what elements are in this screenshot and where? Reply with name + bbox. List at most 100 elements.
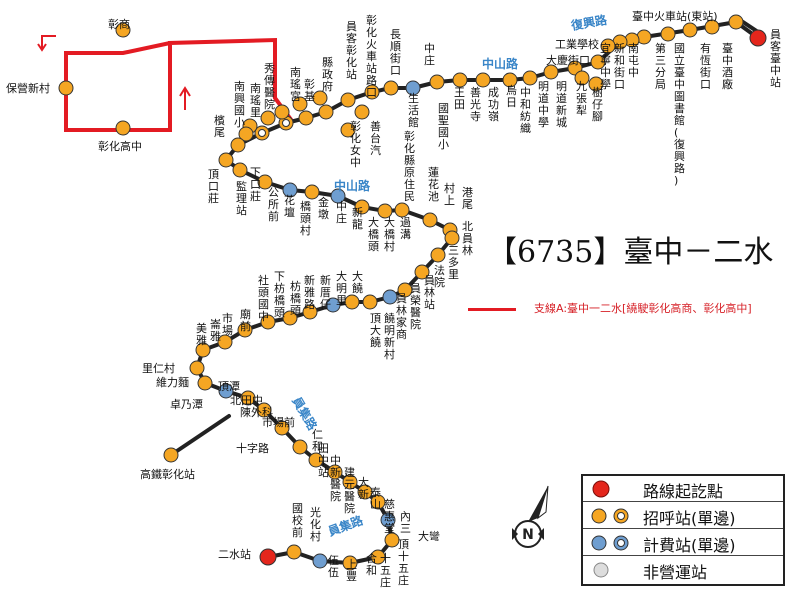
stop-cunshang (414, 264, 430, 280)
stop-yuanke-inner (258, 129, 266, 137)
label-weilimian: 維力麵 (156, 376, 189, 389)
stop-yuanlin (325, 297, 341, 313)
label-daqiaotou: 大橋頭 (368, 215, 379, 253)
label-dingtan: 頂潭 (218, 380, 240, 393)
label-tianzhongzhan: 田中站 (318, 442, 329, 479)
branch-line-swatch (468, 307, 516, 311)
label-zhuonaitan: 卓乃潭 (170, 398, 203, 411)
label-yuanlin: 員林站 (424, 274, 435, 311)
label-shiwu: 十五庄 (380, 551, 391, 589)
stop-huatan (304, 184, 320, 200)
terminal-symbol-icon (592, 480, 610, 498)
stop-beiyuanlin (382, 289, 398, 305)
label-daqiaocun: 大橋村 (384, 215, 395, 253)
label-zhonghe: 中和紡織 (520, 86, 531, 135)
stop-beitianzhong (384, 532, 400, 548)
label-zhongxinyi: 中新醫院 (330, 454, 341, 503)
label-fangqiaotou: 枋橋頭 (290, 279, 301, 317)
road-label-2: 中山路 (334, 178, 371, 193)
label-xiafang: 下枋橋頭 (274, 270, 285, 319)
stop-changzhong (115, 120, 131, 136)
stop-guosheng (383, 80, 399, 96)
stop-chenggong (452, 72, 468, 88)
stop-jiatang (282, 310, 298, 326)
legend-terminal-label: 路線起訖點 (643, 482, 724, 501)
label-guoxiao: 國校前 (292, 502, 303, 539)
stop-xinlong (394, 202, 410, 218)
stop-zhangji (292, 96, 308, 112)
label-guosheng: 國聖國小 (438, 102, 449, 151)
label-changzhong: 彰化高中 (98, 139, 142, 153)
stop-tianzhongzhan (259, 548, 277, 566)
stop-shetou (256, 402, 272, 418)
stop-tc_hotel (704, 19, 720, 35)
label-meiya: 美雅 (196, 322, 207, 347)
stop-meiya (327, 464, 343, 480)
legend: 路線起訖點 招呼站(單邊) 計費站(單邊) 非營運站 (581, 474, 785, 586)
stop-shichangqian (342, 555, 358, 571)
label-jiangwei: 檳尾 (214, 113, 225, 139)
legend-nonop-label: 非營運站 (643, 563, 708, 582)
label-dawan: 大彎 (418, 529, 440, 543)
label-neisan: 內三 (400, 510, 411, 535)
stop-xiakou (232, 162, 248, 178)
stop-changshang (115, 22, 131, 38)
stop-changshun (298, 110, 314, 126)
legend-row-call: 招呼站(單邊) (583, 503, 783, 529)
label-qiaotou: 橋頭村 (300, 199, 311, 237)
stop-nvzhong (340, 122, 356, 138)
label-shichangqian: 市場前 (262, 415, 295, 429)
stop-miaoqian (274, 420, 290, 436)
stop-dingzhuang (218, 152, 234, 168)
label-youhou: 有恆街口 (700, 41, 711, 91)
label-shantai: 善台汽 (370, 119, 381, 157)
stop-nanyao_st (238, 126, 254, 142)
stop-chongya (308, 452, 324, 468)
stop-zhongzhuang (364, 84, 380, 100)
label-dingzhuang: 頂口莊 (208, 168, 219, 205)
label-nanxing: 南興國小 (234, 80, 245, 129)
label-third: 第三分局 (655, 41, 666, 91)
stop-labels: 員客臺中站臺中火車站(東站)臺中酒廠有恆街口國立臺中圖書館(復興路)第三分局南屯… (6, 9, 781, 589)
stop-wangtian (405, 80, 421, 96)
stop-mingxin (217, 334, 233, 350)
label-library: 國立臺中圖書館(復興路) (674, 42, 685, 187)
label-huatanchi: 蓮花池 (428, 165, 439, 203)
label-dadun: 大饒 (352, 269, 363, 295)
label-xiakou: 下口莊 (250, 166, 261, 203)
label-changshun: 長順街口 (390, 28, 401, 77)
stop-xiafang (240, 390, 256, 406)
stop-renhe (286, 544, 302, 560)
stop-wuri (475, 72, 491, 88)
stop-jiuzhang (574, 70, 590, 86)
stop-shichang (292, 439, 308, 455)
label-guanghua: 光化村 (310, 505, 321, 543)
stop-dingdadun (237, 322, 253, 338)
label-jindun: 金墩 (318, 195, 329, 221)
stop-xiuchuan (260, 110, 276, 126)
stop-hsr (163, 447, 179, 463)
label-shizilu: 十字路 (236, 441, 269, 455)
label-zhongzhuang: 中庄 (424, 42, 435, 67)
label-daqing: 大慶街口 (546, 53, 590, 67)
stop-baoan (58, 80, 74, 96)
label-industrial: 工業學校 (555, 37, 599, 51)
label-start: 員客臺中站 (770, 28, 781, 89)
label-xinya: 新雅路 (304, 273, 315, 311)
label-beitianzhong: 北田中 (230, 394, 263, 407)
stop-daqiaotou (422, 212, 438, 228)
label-miaoqian: 廟前 (240, 307, 251, 333)
stop-chezhan-inner (282, 119, 290, 127)
legend-row-fare: 計費站(單邊) (583, 530, 783, 556)
label-fayuan: 法院 (434, 263, 445, 289)
road-label-1: 中山路 (482, 56, 519, 71)
label-beiyuanlin: 北員林 (462, 220, 473, 257)
road-label-0: 復興路 (569, 12, 609, 33)
legend-row-nonop: 非營運站 (583, 557, 783, 582)
label-tc_east: 臺中火車站(東站) (632, 9, 718, 23)
label-mingdao_s: 明道新城 (556, 80, 567, 129)
stop-yizhong (600, 38, 616, 54)
label-lirencun: 里仁村 (142, 361, 175, 375)
label-nanyao: 南瑤宮 (290, 66, 301, 103)
label-chenwaike: 陳外科 (240, 405, 273, 419)
